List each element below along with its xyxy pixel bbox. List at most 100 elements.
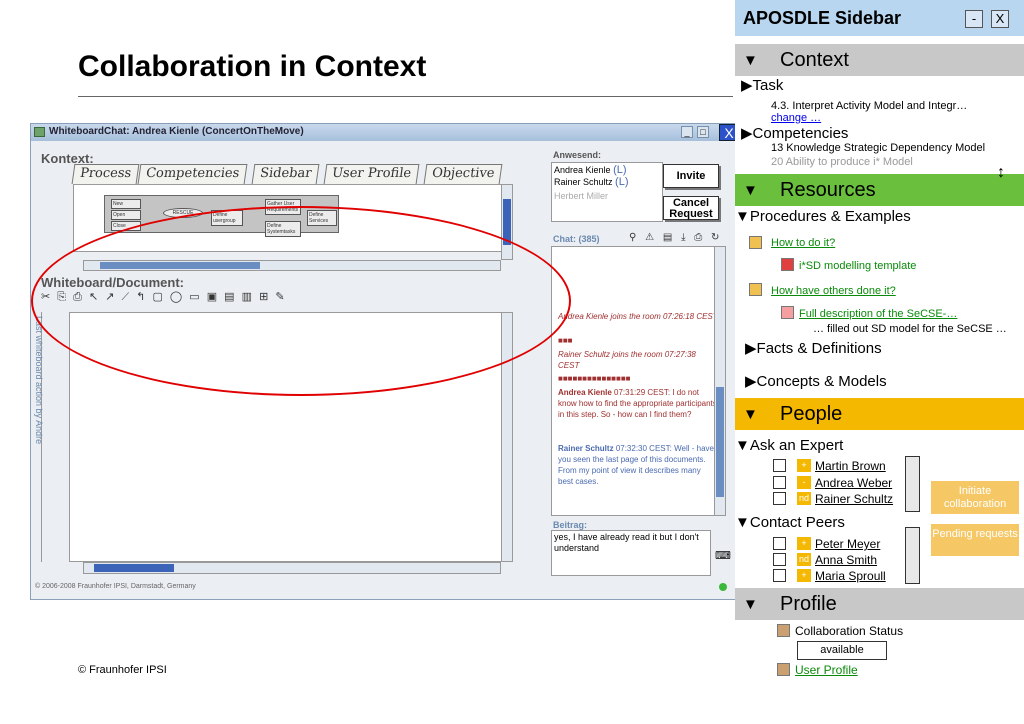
task-row[interactable]: ▶Task	[741, 77, 784, 94]
procedures-row[interactable]: ▼Procedures & Examples	[735, 208, 911, 225]
experts-scrollbar[interactable]	[905, 456, 920, 512]
diagram-item-new: New	[111, 199, 141, 209]
expert-name[interactable]: Martin Brown	[815, 459, 886, 473]
diagram-item-open: Open	[111, 210, 141, 220]
concepts-row[interactable]: ▶Concepts & Models	[745, 373, 887, 390]
canvas-hscroll[interactable]	[83, 562, 501, 574]
whiteboard-titlebar[interactable]: WhiteboardChat: Andrea Kienle (ConcertOn…	[31, 124, 737, 141]
scroll-thumb[interactable]	[503, 199, 511, 245]
contact-peers-row[interactable]: ▼Contact Peers	[735, 514, 845, 531]
peer-name[interactable]: Maria Sproull	[815, 569, 886, 583]
pdf-icon	[781, 306, 794, 319]
tab-competencies[interactable]: Competencies	[137, 164, 248, 184]
pending-requests-button[interactable]: Pending requests	[931, 524, 1019, 556]
expert-name[interactable]: Andrea Weber	[815, 476, 893, 490]
app-icon	[34, 127, 45, 137]
expert-checkbox[interactable]	[773, 476, 786, 489]
message-input[interactable]: yes, I have already read it but I don't …	[551, 530, 711, 576]
chat-separator: ■■■■■■■■■■■■■■■	[558, 374, 631, 383]
participants-list: Andrea Kienle (L) Rainer Schultz (L) Her…	[551, 162, 663, 222]
expand-icon: ▶	[745, 373, 757, 390]
initiate-collaboration-button[interactable]: Initiate collaboration	[931, 481, 1019, 514]
participant[interactable]: Andrea Kienle (L)	[554, 164, 627, 176]
tab-sidebar[interactable]: Sidebar	[251, 164, 320, 184]
peer-checkbox[interactable]	[773, 569, 786, 582]
competencies-row[interactable]: ▶Competencies	[741, 125, 849, 142]
invite-button[interactable]: Invite	[663, 164, 719, 188]
chat-message: Rainer Schultz joins the room 07:27:38 C…	[558, 350, 696, 370]
change-link[interactable]: change …	[771, 112, 822, 124]
close-button[interactable]: X	[991, 10, 1009, 28]
slide-title: Collaboration in Context	[78, 50, 427, 83]
collapse-icon: ▼	[743, 182, 758, 199]
section-profile[interactable]: ▼ Profile	[735, 588, 1024, 620]
collapse-icon: ▼	[735, 208, 750, 225]
expert-checkbox[interactable]	[773, 459, 786, 472]
title-divider	[78, 96, 733, 97]
peer-checkbox[interactable]	[773, 537, 786, 550]
how-to-link[interactable]: How to do it?	[771, 237, 836, 249]
participant[interactable]: Rainer Schultz (L)	[554, 176, 629, 188]
document-icon	[781, 258, 794, 271]
chat-message: Rainer Schultz 07:32:30 CEST: Well - hav…	[558, 444, 714, 486]
template-link[interactable]: i*SD modelling template	[799, 260, 917, 272]
expert-checkbox[interactable]	[773, 492, 786, 505]
expand-icon: ▶	[741, 77, 753, 94]
connection-status-icon	[719, 583, 727, 591]
expert-name[interactable]: Rainer Schultz	[815, 492, 894, 506]
section-resources[interactable]: ▼ Resources	[735, 174, 1024, 206]
tab-process[interactable]: Process	[71, 164, 140, 184]
full-description-link[interactable]: Full description of the SeCSE-…	[799, 308, 958, 320]
minimize-button[interactable]: -	[965, 10, 983, 28]
ask-expert-row[interactable]: ▼Ask an Expert	[735, 437, 844, 454]
slide-footer: © Fraunhofer IPSI	[78, 664, 167, 676]
peer-checkbox[interactable]	[773, 553, 786, 566]
peer-tag: +	[797, 569, 811, 582]
scroll-thumb[interactable]	[94, 564, 174, 572]
facts-row[interactable]: ▶Facts & Definitions	[745, 340, 882, 357]
chat-vscroll[interactable]	[714, 246, 726, 516]
whiteboard-window: WhiteboardChat: Andrea Kienle (ConcertOn…	[30, 123, 739, 600]
tab-objective[interactable]: Objective	[423, 164, 503, 184]
full-description-sub: … filled out SD model for the SeCSE …	[813, 323, 1007, 335]
send-icon[interactable]: ⌨	[715, 550, 731, 562]
peer-tag: +	[797, 537, 811, 550]
expand-icon: ▶	[745, 340, 757, 357]
collapse-icon: ▼	[743, 406, 758, 423]
scroll-thumb[interactable]	[716, 387, 724, 497]
collapse-icon: ▼	[743, 596, 758, 613]
kontext-label: Kontext:	[41, 151, 94, 166]
user-profile-link[interactable]: User Profile	[795, 663, 858, 677]
peer-name[interactable]: Peter Meyer	[815, 537, 881, 551]
collapse-icon: ▼	[735, 437, 750, 454]
procedure-icon	[749, 236, 762, 249]
chat-separator: ■■■	[558, 336, 573, 345]
expert-tag: +	[797, 459, 811, 472]
resize-icon[interactable]: ↕	[997, 164, 1005, 181]
maximize-icon[interactable]: □	[697, 126, 709, 138]
section-context[interactable]: ▼ Context	[735, 44, 1024, 76]
window-title: WhiteboardChat: Andrea Kienle (ConcertOn…	[49, 126, 304, 137]
minimize-icon[interactable]: _	[681, 126, 693, 138]
collapse-icon: ▼	[735, 514, 750, 531]
history-track[interactable]	[41, 312, 67, 562]
copyright-text: © 2006-2008 Fraunhofer IPSI, Darmstadt, …	[35, 583, 196, 590]
task-value: 4.3. Interpret Activity Model and Integr…	[771, 100, 968, 112]
chat-message: Andrea Kienle 07:31:29 CEST: I do not kn…	[558, 388, 717, 419]
tab-user-profile[interactable]: User Profile	[323, 164, 420, 184]
collaboration-status-label: Collaboration Status	[795, 624, 904, 638]
cancel-request-button[interactable]: Cancel Request	[663, 196, 719, 220]
section-people[interactable]: ▼ People	[735, 398, 1024, 430]
user-icon	[777, 663, 790, 676]
chat-label: Chat: (385)	[553, 234, 600, 244]
participant-offline[interactable]: Herbert Miller	[554, 191, 609, 201]
collaboration-status-field[interactable]: available	[797, 641, 887, 660]
peers-scrollbar[interactable]	[905, 527, 920, 584]
expert-tag: -	[797, 476, 811, 489]
participants-label: Anwesend:	[553, 150, 602, 160]
chat-log[interactable]: Andrea Kienle joins the room 07:26:18 CE…	[551, 246, 726, 516]
how-others-link[interactable]: How have others done it?	[771, 285, 896, 297]
peer-name[interactable]: Anna Smith	[815, 553, 878, 567]
history-label: Last whiteboard action by Andre	[34, 316, 44, 445]
chat-toolbar-icons[interactable]: ⚲ ⚠ ▤ ⤓ ⎙ ↻	[629, 232, 723, 243]
